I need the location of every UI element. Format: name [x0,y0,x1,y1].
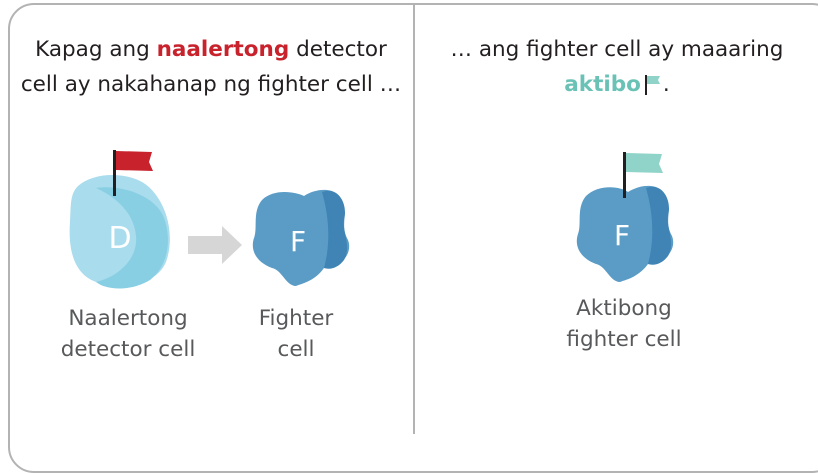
panel-divider [413,4,415,434]
right-caption-period: . [662,72,670,97]
alerted-highlight-word: naalertong [156,37,290,62]
small-teal-flag-icon [644,71,661,106]
detector-letter: D [108,221,131,256]
detector-cell [69,174,170,289]
right-caption-line2: aktibo. [418,67,816,106]
left-caption-line2: cell ay nakahanap ng fighter cell … [20,72,402,97]
fighter-letter-left: F [290,225,306,258]
fighter-cell-active [576,185,674,282]
right-caption: … ang fighter cell ay maaaring aktibo. [418,32,816,106]
teal-active-flag-icon [623,152,663,198]
active-highlight-word: aktibo [564,72,641,97]
left-caption: Kapag ang naalertong detector cell ay na… [12,32,410,102]
fighter-letter-active: F [614,219,630,252]
fighter-cell-label: Fighter cell [236,303,356,365]
right-caption-line1: … ang fighter cell ay maaaring [450,37,784,62]
left-caption-text-a: Kapag ang [35,37,157,62]
left-caption-line1: Kapag ang naalertong detector [12,32,410,67]
detector-label-line2: detector cell [60,337,196,362]
active-label-line1: Aktibong [576,296,672,321]
red-alert-flag-icon [113,150,153,196]
left-caption-text-b: detector [289,37,387,62]
detector-cell-label: Naalertong detector cell [48,303,208,365]
gray-arrow-icon [188,226,242,264]
active-label-line2: fighter cell [566,327,682,352]
fighter-label-line1: Fighter [258,306,334,331]
fighter-label-line2: cell [277,337,315,362]
fighter-cell-left [252,189,350,286]
detector-label-line1: Naalertong [68,306,188,331]
diagram-artwork: D F F [69,150,674,289]
active-fighter-cell-label: Aktibong fighter cell [550,293,698,355]
